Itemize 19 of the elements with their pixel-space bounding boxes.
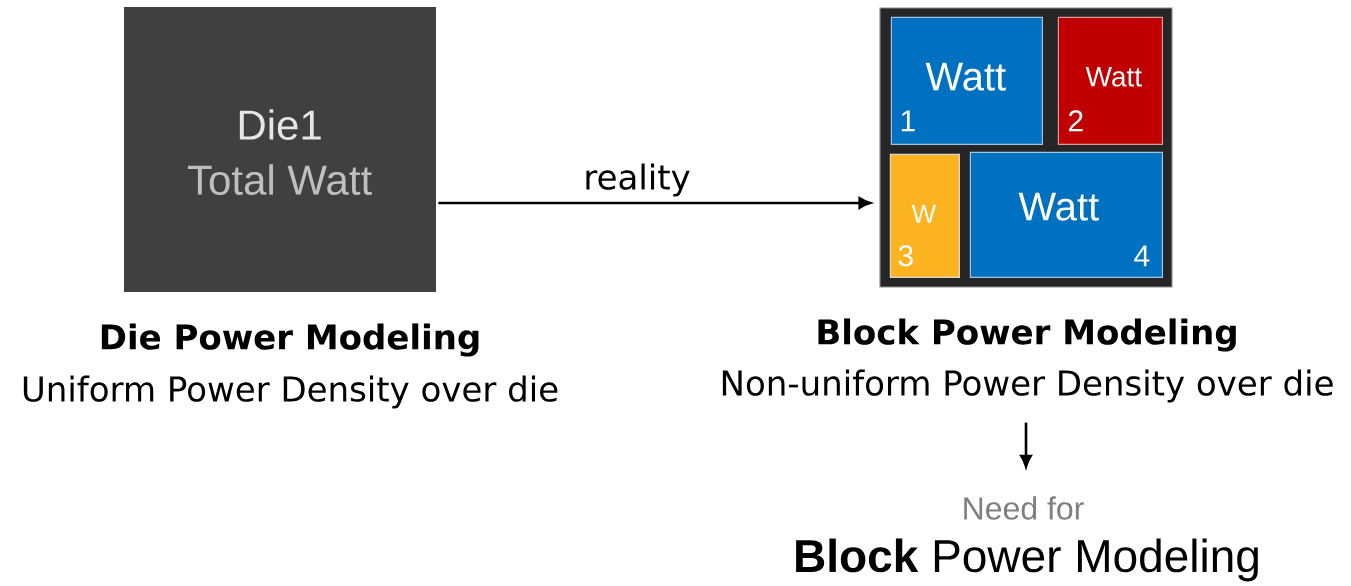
caption-title: Die Power Modeling: [101, 323, 479, 357]
block-label: W: [911, 204, 936, 223]
heading-text: Block Power Modeling: [796, 538, 1258, 582]
block-number: 3: [898, 245, 913, 267]
heading-text: Need for: [964, 496, 1084, 520]
caption-title: Block Power Modeling: [818, 318, 1236, 352]
die-label: Die1: [239, 109, 321, 141]
caption-text: Non-uniform Power Density over die: [722, 369, 1333, 403]
block-label: Watt: [1018, 192, 1099, 221]
edge-label: reality: [581, 161, 693, 199]
caption-text: Uniform Power Density over die: [23, 375, 558, 409]
block-number: 2: [1068, 110, 1083, 132]
arrow: [1020, 422, 1032, 468]
block-label: Watt: [1085, 67, 1142, 87]
block-number: 1: [901, 110, 915, 132]
block-number: 4: [1134, 245, 1150, 267]
die-label: Total Watt: [187, 164, 372, 196]
block-label: Watt: [925, 62, 1006, 91]
arrow: [438, 197, 872, 209]
